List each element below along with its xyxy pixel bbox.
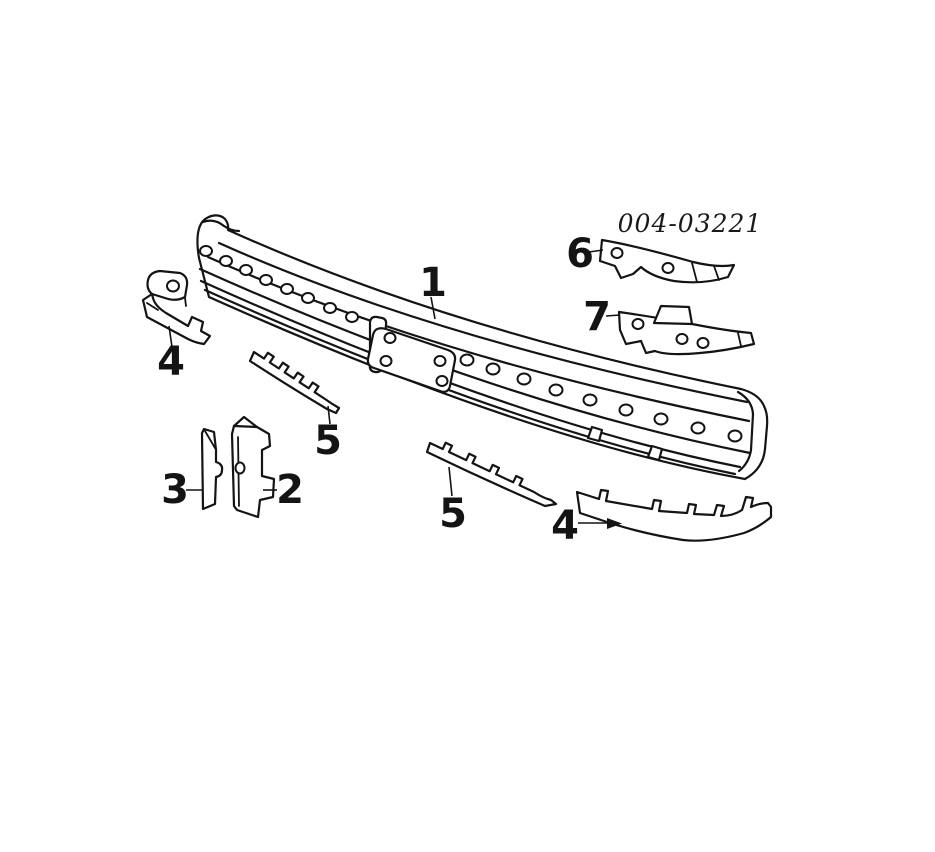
callout-5-right: 5 [439, 491, 467, 537]
part-3-bracket [200, 427, 224, 511]
callout-3: 3 [161, 467, 189, 513]
part-1-bumper-reinforcement [196, 214, 769, 481]
part-4-left-bracket [141, 269, 212, 346]
edge-clip [586, 425, 604, 443]
bolt-holes-right-row [459, 353, 743, 443]
part-5-right-strip [425, 441, 558, 508]
callout-1: 1 [419, 260, 447, 306]
callout-4-left: 4 [157, 339, 185, 385]
callout-2: 2 [276, 467, 304, 513]
part-5-left-strip [248, 350, 341, 415]
edge-clip [646, 444, 664, 462]
callout-6: 6 [566, 231, 594, 277]
bolt-holes-left-row [199, 245, 359, 323]
part-2-bracket [230, 415, 276, 519]
part-4-right-strip [575, 488, 773, 542]
arrowhead [607, 518, 622, 529]
figure-part-number: 004-03221 [618, 209, 763, 238]
callout-leaders [168, 249, 622, 529]
plate-bracket [366, 327, 457, 393]
part-7-bracket [617, 304, 756, 356]
callout-4-right: 4 [551, 503, 579, 549]
callout-7: 7 [583, 294, 611, 340]
callout-5-left: 5 [314, 418, 342, 464]
part-6-bracket [598, 238, 736, 284]
